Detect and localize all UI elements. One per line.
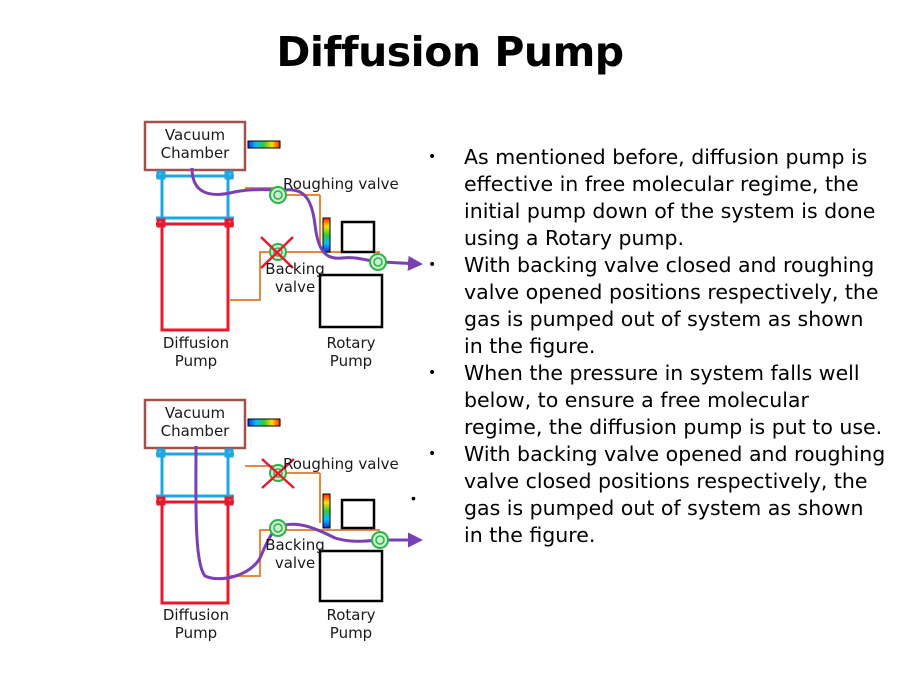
bullet-item: •With backing valve opened and roughing … bbox=[428, 442, 886, 547]
rotary-pump-box bbox=[318, 549, 384, 603]
rotary-pump-box bbox=[318, 273, 384, 329]
pressure-gauge bbox=[247, 418, 281, 427]
backing-valve-label: Backing bbox=[265, 260, 325, 278]
diffusion-pump-label: Diffusion bbox=[163, 606, 229, 624]
stray-bullet-dot: • bbox=[411, 490, 416, 506]
roughing-valve-label: Roughing valve bbox=[283, 455, 399, 473]
vacuum-chamber-label: Vacuum bbox=[165, 126, 225, 144]
vacuum-chamber-label: Chamber bbox=[161, 144, 231, 162]
diagram-roughing-phase: Vacuum Chamber Roughing valve Backing va… bbox=[143, 120, 423, 370]
rotary-pressure-gauge bbox=[322, 493, 331, 529]
rotary-pump-label: Rotary bbox=[326, 606, 375, 624]
bullet-item: •With backing valve closed and roughing … bbox=[428, 253, 879, 358]
diffusion-pump-body bbox=[156, 218, 234, 332]
diagram-backing-phase: Vacuum Chamber Roughing valve Backing va… bbox=[143, 398, 423, 642]
gas-flow-path bbox=[190, 167, 423, 271]
backing-valve-label: valve bbox=[275, 278, 315, 296]
diffusion-pump-jet-column bbox=[156, 170, 234, 222]
closed-x-icon bbox=[261, 458, 295, 489]
backing-valve-icon bbox=[269, 519, 287, 537]
vacuum-chamber-label: Vacuum bbox=[165, 404, 225, 422]
rotary-valve-icon bbox=[371, 531, 389, 549]
gas-flow-path bbox=[194, 445, 423, 581]
vacuum-chamber-box bbox=[143, 120, 247, 172]
rotary-pump-label: Pump bbox=[330, 352, 372, 370]
rotary-pressure-gauge bbox=[322, 217, 331, 253]
slide-title: Diffusion Pump bbox=[276, 28, 624, 76]
closed-x-icon bbox=[260, 236, 294, 269]
diffusion-pump-label: Diffusion bbox=[163, 334, 229, 352]
roughing-valve-label: Roughing valve bbox=[283, 175, 399, 193]
diffusion-pump-label: Pump bbox=[175, 624, 217, 642]
roughing-valve-icon bbox=[269, 186, 287, 204]
pressure-gauge bbox=[247, 140, 281, 149]
diffusion-pump-label: Pump bbox=[175, 352, 217, 370]
rotary-valve-icon bbox=[369, 253, 387, 271]
diffusion-pump-body bbox=[156, 496, 234, 605]
rotary-pump-label: Pump bbox=[330, 624, 372, 642]
rotary-pump-label: Rotary bbox=[326, 334, 375, 352]
backing-valve-label: Backing bbox=[265, 536, 325, 554]
bullet-item: •When the pressure in system falls well … bbox=[428, 361, 883, 439]
bullet-list: •As mentioned before, diffusion pump is … bbox=[428, 144, 888, 549]
backing-valve-label: valve bbox=[275, 554, 315, 572]
vacuum-chamber-label: Chamber bbox=[161, 422, 231, 440]
bullet-item: •As mentioned before, diffusion pump is … bbox=[428, 145, 876, 250]
rotary-pump-motor bbox=[340, 498, 376, 530]
vacuum-chamber-box bbox=[143, 398, 247, 450]
rotary-pump-motor bbox=[340, 220, 376, 254]
